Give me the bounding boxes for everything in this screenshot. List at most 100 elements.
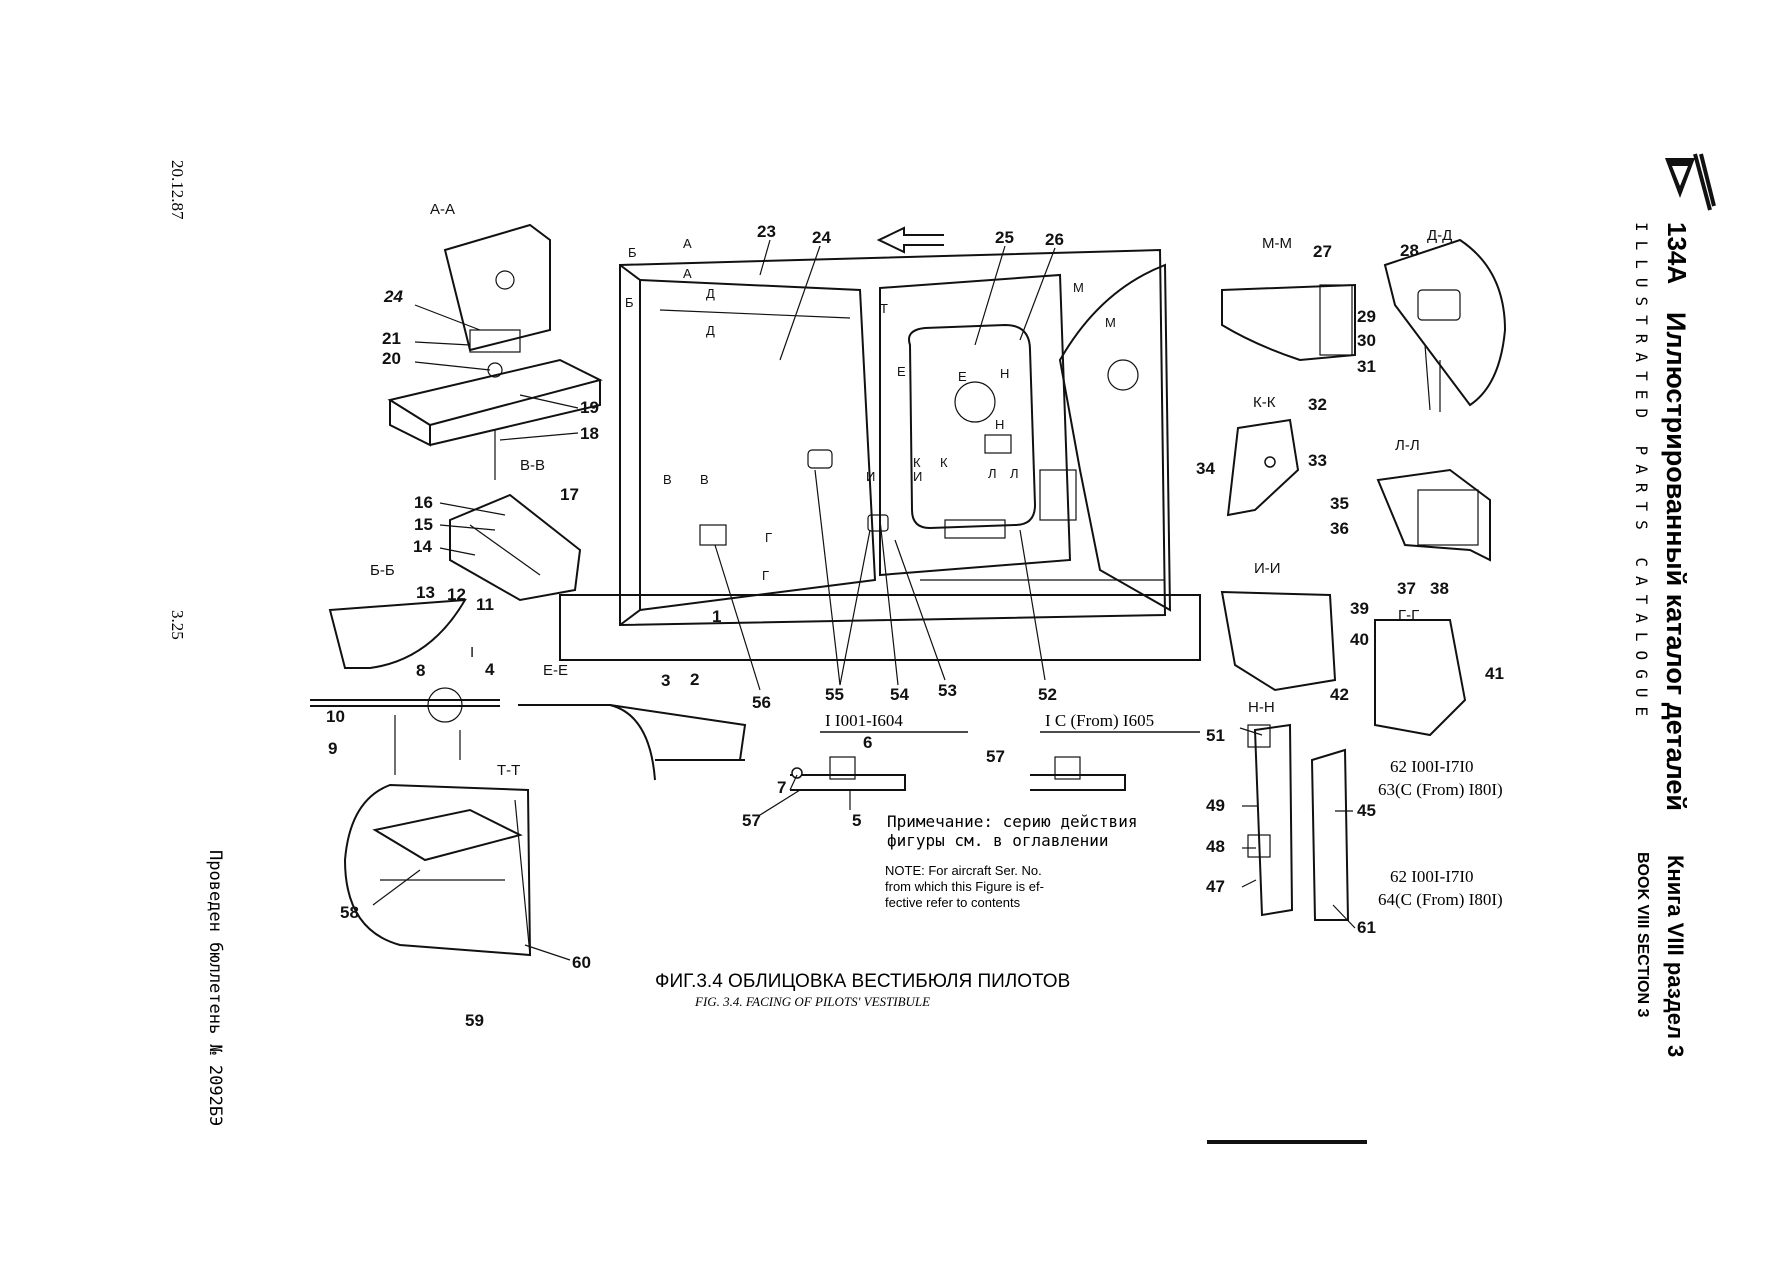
section-mm: М-М — [1262, 235, 1292, 252]
callout-34: 34 — [1196, 459, 1215, 478]
effectivity-64: 64(C (From) I80I) — [1378, 890, 1503, 909]
detail-nn — [1247, 723, 1350, 921]
callout-19: 19 — [580, 398, 599, 417]
callout-15: 15 — [414, 515, 433, 534]
callout-52: 52 — [1038, 685, 1057, 704]
callout-35: 35 — [1330, 494, 1349, 513]
cut-mark-e-2: Е — [958, 369, 967, 384]
callout-33: 33 — [1308, 451, 1327, 470]
callout-57-a: 57 — [742, 811, 761, 830]
section-ee: Е-Е — [543, 662, 568, 679]
brand-logo — [1665, 153, 1716, 211]
callout-3: 3 — [661, 671, 670, 690]
detail-aa — [387, 223, 603, 480]
cut-mark-d-1: Д — [706, 286, 715, 301]
note-ru-line2: фигуры см. в оглавлении — [887, 831, 1109, 850]
cut-mark-b-1: Б — [628, 245, 637, 260]
note-ru-line1: Примечание: серию действия — [887, 812, 1137, 831]
header-book-ru: Книга VIII раздел 3 — [1663, 855, 1688, 1057]
cut-mark-k-1: К — [913, 455, 921, 470]
margin-bulletin: Проведен бюллетень № 2092БЭ — [205, 850, 225, 1126]
detail-dd — [1383, 238, 1507, 412]
callout-58: 58 — [340, 903, 359, 922]
detail-mm — [1221, 283, 1356, 362]
callout-39: 39 — [1350, 599, 1369, 618]
cut-mark-t: Т — [880, 301, 888, 316]
section-tt: Т-Т — [497, 762, 520, 779]
header-title-en: ILLUSTRATED PARTS CATALOGUE — [1632, 222, 1651, 725]
detail-gg — [1374, 619, 1467, 737]
callout-54: 54 — [890, 685, 909, 704]
detail-ii — [1220, 590, 1337, 692]
effectivity-62b: 62 I00I-I7I0 — [1390, 867, 1474, 886]
cut-mark-g-1: Г — [765, 530, 772, 545]
cut-mark-i-1: И — [866, 469, 875, 484]
cut-mark-n-2: Н — [995, 417, 1004, 432]
callout-1: 1 — [712, 607, 721, 626]
callout-14: 14 — [413, 537, 432, 556]
callout-45: 45 — [1357, 801, 1376, 820]
callout-57-b: 57 — [986, 747, 1005, 766]
effectivity-63: 63(C (From) I80I) — [1378, 780, 1503, 799]
callout-27: 27 — [1313, 242, 1332, 261]
callout-2: 2 — [690, 670, 699, 689]
section-nn: Н-Н — [1248, 699, 1275, 716]
callout-56: 56 — [752, 693, 771, 712]
header-book-en: BOOK VIII SECTION 3 — [1634, 852, 1651, 1017]
callout-42: 42 — [1330, 685, 1349, 704]
callout-30: 30 — [1357, 331, 1376, 350]
callout-6: 6 — [863, 733, 872, 752]
section-gg: Г-Г — [1398, 607, 1419, 624]
callout-13: 13 — [416, 583, 435, 602]
cut-mark-m-2: М — [1105, 315, 1116, 330]
callout-61: 61 — [1357, 918, 1376, 937]
callout-36: 36 — [1330, 519, 1349, 538]
callout-5: 5 — [852, 811, 861, 830]
callout-55: 55 — [825, 685, 844, 704]
callout-24: 24 — [812, 228, 831, 247]
detail-tt — [343, 783, 532, 957]
cut-mark-v-2: В — [700, 472, 709, 487]
callout-40: 40 — [1350, 630, 1369, 649]
detail-i-top — [310, 687, 500, 775]
callout-31: 31 — [1357, 357, 1376, 376]
effectivity-62a: 62 I00I-I7I0 — [1390, 757, 1474, 776]
effectivity-range-a: I I001-I604 — [825, 711, 903, 730]
callout-48: 48 — [1206, 837, 1225, 856]
callout-4: 4 — [485, 660, 495, 679]
callout-20: 20 — [382, 349, 401, 368]
header-model: 134A — [1662, 222, 1692, 284]
section-aa: А-А — [430, 201, 455, 218]
callout-9: 9 — [328, 739, 337, 758]
detail-i-bolt-b — [1030, 756, 1126, 791]
section-kk: К-К — [1253, 394, 1276, 411]
callout-18: 18 — [580, 424, 599, 443]
callout-7: 7 — [777, 778, 786, 797]
margin-page-number: 3.25 — [168, 610, 187, 640]
note-en-line1: NOTE: For aircraft Ser. No. — [885, 863, 1042, 878]
bottom-rule — [1207, 1140, 1367, 1144]
detail-ee — [518, 704, 747, 781]
callout-24-detail: 24 — [383, 287, 403, 306]
section-vv: В-В — [520, 457, 545, 474]
section-bb: Б-Б — [370, 562, 395, 579]
margin-date: 20.12.87 — [168, 160, 187, 220]
callout-37: 37 — [1397, 579, 1416, 598]
detail-kk — [1226, 418, 1300, 517]
forward-direction-arrow-icon — [876, 226, 944, 254]
cut-mark-m-1: М — [1073, 280, 1084, 295]
cut-marks: А А Б Б Д Д Т Е Е И И К К Н Н Л Л В В Г … — [625, 236, 1116, 583]
callout-25: 25 — [995, 228, 1014, 247]
leader-lines — [372, 239, 1356, 961]
callout-29: 29 — [1357, 307, 1376, 326]
callout-32: 32 — [1308, 395, 1327, 414]
callout-26: 26 — [1045, 230, 1064, 249]
header-title-ru: Иллюстрированный каталог деталей — [1661, 312, 1691, 811]
vestibule-main-view — [559, 248, 1201, 661]
cut-mark-k-2: К — [940, 455, 948, 470]
callout-28: 28 — [1400, 241, 1419, 260]
callout-23: 23 — [757, 222, 776, 241]
detail-bb — [328, 598, 467, 669]
